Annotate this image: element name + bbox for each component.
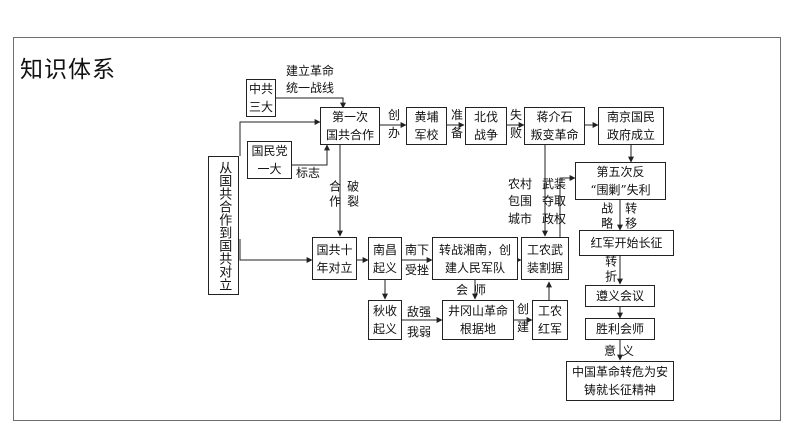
node-jiang-pan: 蒋介石 叛变革命 xyxy=(524,107,585,145)
node-gongnong-hongjun: 工农 红军 xyxy=(532,300,568,340)
node-hongjun-changzheng: 红军开始长征 xyxy=(579,230,674,256)
node-nanchang: 南昌 起义 xyxy=(368,237,402,280)
label-zhuanyi: 转移 xyxy=(623,202,638,232)
branch-side-to-top xyxy=(239,119,321,156)
node-guogong-shinian: 国共十 年对立 xyxy=(312,237,357,280)
branch-side-to-bottom xyxy=(239,239,313,263)
node-beifa: 北伐 战争 xyxy=(465,107,507,145)
label-shouzuo: 受挫 xyxy=(405,263,430,277)
label-yiyi: 意义 xyxy=(604,344,641,358)
node-shengli-huishi: 胜利会师 xyxy=(585,318,655,340)
label-zhunbei: 准 备 xyxy=(451,108,464,140)
label-biaozhi: 标志 xyxy=(296,166,321,180)
node-gongnong-wuzhuang: 工农武 装割据 xyxy=(521,237,569,280)
arrow-gongnong-to-diwuci xyxy=(559,175,576,238)
label-wo-ruo: 我弱 xyxy=(407,325,432,339)
label-chuangban: 创 办 xyxy=(388,108,401,140)
label-shibai: 失 败 xyxy=(510,108,523,140)
node-diwuci-fanweijiao: 第五次反 “围剿”失利 xyxy=(575,162,666,200)
label-zhuanzhe: 转折 xyxy=(603,255,618,285)
label-nongcun: 农村 包围 城市 xyxy=(508,177,533,226)
node-zunyi: 遵义会议 xyxy=(585,285,655,307)
content-frame xyxy=(13,37,781,421)
node-huangpu: 黄埔 军校 xyxy=(406,107,447,145)
node-guomindang-yida: 国民党 一大 xyxy=(247,141,292,179)
label-wuzhuang-duoquan: 武装 夺取 政权 xyxy=(542,177,567,226)
label-huishi: 会师 xyxy=(456,283,493,297)
node-zhonggong-sanda: 中共 三大 xyxy=(246,79,276,117)
page-title: 知识体系 xyxy=(20,57,116,83)
label-zhanlue: 战略 xyxy=(599,202,614,232)
label-diqiang: 敌强 xyxy=(407,305,432,319)
label-polie: 破裂 xyxy=(345,180,360,210)
label-nanxia: 南下 xyxy=(405,243,430,257)
label-jianli-tongyi: 建立革命 统一战线 xyxy=(286,64,335,95)
label-chuangjian: 创 建 xyxy=(517,302,530,334)
label-hezuo: 合作 xyxy=(327,180,342,210)
arrow-sanda-to-diyici xyxy=(276,97,346,109)
node-jinggangshan: 井冈山革命 根据地 xyxy=(442,300,514,340)
node-diyici-guogong: 第一次 国共合作 xyxy=(320,107,380,145)
node-qiushou: 秋收 起义 xyxy=(368,300,402,340)
node-zhuanzhan: 转战湘南，创 建人民军队 xyxy=(432,237,518,280)
node-zhuanwei-weian: 中国革命转危为安 铸就长征精神 xyxy=(566,361,674,401)
side-title-box: 从国共合作到国共对立 xyxy=(208,156,239,295)
arrow-yida-to-diyici xyxy=(292,144,330,166)
node-nanjing-guomin: 南京国民 政府成立 xyxy=(598,107,664,145)
